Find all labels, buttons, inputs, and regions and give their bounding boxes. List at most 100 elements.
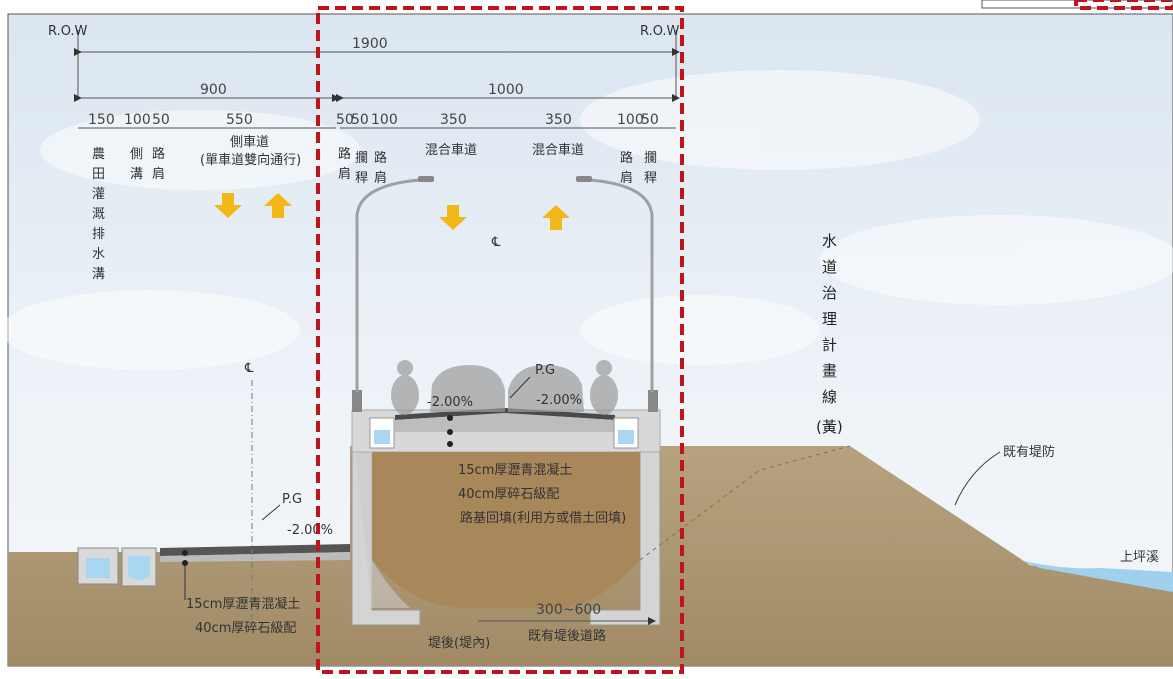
- side-ditch: [121, 547, 157, 587]
- pavement-callout-dots: [447, 415, 453, 447]
- right-street-light: [589, 178, 654, 392]
- shoulder-label-inner-left: 路 肩: [374, 150, 387, 186]
- right-gutter-water: [618, 430, 634, 444]
- levee-leader: [954, 451, 1001, 506]
- svg-text:稈: 稈: [355, 171, 368, 186]
- creek-water: [1020, 560, 1173, 592]
- svg-text:畫: 畫: [822, 362, 837, 380]
- seg-150: 150: [88, 112, 115, 128]
- seg-550: 550: [226, 112, 253, 128]
- svg-text:肩: 肩: [338, 166, 351, 182]
- mixed-lane-right: 混合車道: [532, 143, 584, 158]
- subgrade-fill: [372, 452, 640, 608]
- svg-text:攔: 攔: [355, 150, 368, 166]
- svg-text:理: 理: [822, 310, 837, 328]
- pavement-label-3: 路基回填(利用方或借土回填): [460, 510, 626, 526]
- arrow-down-side-road: [214, 193, 242, 218]
- left-gutter-water: [374, 430, 390, 444]
- pg-side-leader: [261, 504, 281, 521]
- left-parapet: [352, 390, 362, 412]
- highlight-box-topright: [1074, 0, 1173, 10]
- arrow-up-side-road: [264, 193, 292, 218]
- slope-main-right: -2.00%: [536, 393, 582, 408]
- pavement-label-2: 40cm厚碎石級配: [458, 487, 559, 502]
- slope-main-left: -2.00%: [427, 395, 473, 410]
- svg-text:線: 線: [822, 388, 837, 406]
- centerline-main: ℄: [491, 235, 501, 250]
- slope-side: -2.00%: [287, 523, 333, 538]
- row-left-label: R.O.W: [48, 24, 88, 39]
- rail-label-right: 攔 稈: [644, 150, 657, 186]
- side-road-label: 側車道: [230, 135, 269, 150]
- left-width-label: 900: [200, 82, 227, 98]
- highlight-box: [316, 6, 684, 674]
- svg-text:排: 排: [92, 227, 105, 242]
- side-pavement-label-1: 15cm厚瀝青混凝土: [186, 596, 300, 612]
- arrow-up-main-road: [542, 205, 570, 230]
- svg-text:路: 路: [374, 150, 387, 166]
- side-pavement-label-2: 40cm厚碎石級配: [195, 621, 296, 636]
- existing-road-width: 300~600: [536, 602, 601, 618]
- waterway-plan-line-label: 水 道 治 理 計 畫 線 (黃): [816, 232, 843, 436]
- svg-text:攔: 攔: [644, 150, 657, 166]
- svg-text:溉: 溉: [92, 207, 105, 222]
- svg-text:肩: 肩: [620, 170, 633, 186]
- svg-text:(黃): (黃): [816, 418, 843, 436]
- left-shoulder-label: 路 肩: [152, 146, 165, 182]
- creek-label: 上坪溪: [1120, 550, 1159, 565]
- row-right-label: R.O.W: [640, 24, 680, 39]
- right-width-label: 1000: [488, 82, 524, 98]
- svg-text:溝: 溝: [92, 267, 105, 282]
- svg-text:路: 路: [152, 146, 165, 162]
- pg-main-leader: [509, 376, 531, 399]
- farm-ditch-label: 農 田 灌 溉 排 水 溝: [92, 147, 105, 282]
- right-shoulder-label-left: 路 肩: [338, 146, 351, 182]
- pg-main-label: P.G: [535, 363, 555, 378]
- svg-text:稈: 稈: [644, 171, 657, 186]
- svg-text:農: 農: [92, 147, 105, 162]
- seg-r-50b: 50: [351, 112, 369, 128]
- side-pavement-dots: [182, 550, 188, 566]
- behind-levee-label: 堤後(堤內): [428, 636, 490, 651]
- seg-r-50c: 50: [641, 112, 659, 128]
- side-ditch-label: 側 溝: [130, 147, 143, 182]
- svg-text:道: 道: [822, 258, 837, 276]
- seg-50: 50: [152, 112, 170, 128]
- existing-levee-label: 既有堤防: [1003, 444, 1055, 460]
- svg-text:路: 路: [338, 146, 351, 162]
- mixed-lane-left: 混合車道: [425, 143, 477, 158]
- seg-r-50a: 50: [336, 112, 354, 128]
- svg-text:路: 路: [620, 150, 633, 166]
- rail-label-left: 攔 稈: [355, 150, 368, 186]
- side-road-note: (單車道雙向通行): [200, 152, 301, 168]
- total-width-label: 1900: [352, 36, 388, 52]
- seg-r-350b: 350: [545, 112, 572, 128]
- svg-text:溝: 溝: [130, 167, 143, 182]
- vehicle-silhouettes: [391, 360, 618, 415]
- farm-ditch: [77, 547, 119, 585]
- svg-text:側: 側: [130, 147, 143, 162]
- svg-text:肩: 肩: [374, 170, 387, 186]
- existing-road-label: 既有堤後道路: [528, 628, 606, 644]
- arrow-down-main-road: [439, 205, 467, 230]
- svg-text:水: 水: [92, 247, 105, 262]
- svg-text:水: 水: [822, 232, 837, 250]
- seg-100: 100: [124, 112, 151, 128]
- svg-text:治: 治: [822, 284, 837, 302]
- right-parapet: [648, 390, 658, 412]
- svg-text:灌: 灌: [92, 187, 105, 202]
- left-street-light: [355, 178, 421, 392]
- seg-r-100b: 100: [617, 112, 644, 128]
- seg-r-350a: 350: [440, 112, 467, 128]
- svg-text:田: 田: [92, 167, 105, 182]
- svg-text:計: 計: [822, 336, 837, 354]
- pg-side-label: P.G: [282, 492, 302, 507]
- seg-r-100: 100: [371, 112, 398, 128]
- pavement-label-1: 15cm厚瀝青混凝土: [458, 462, 572, 478]
- shoulder-label-right: 路 肩: [620, 150, 633, 186]
- side-road-base: [160, 552, 350, 562]
- svg-text:肩: 肩: [152, 166, 165, 182]
- centerline-side: ℄: [244, 361, 254, 376]
